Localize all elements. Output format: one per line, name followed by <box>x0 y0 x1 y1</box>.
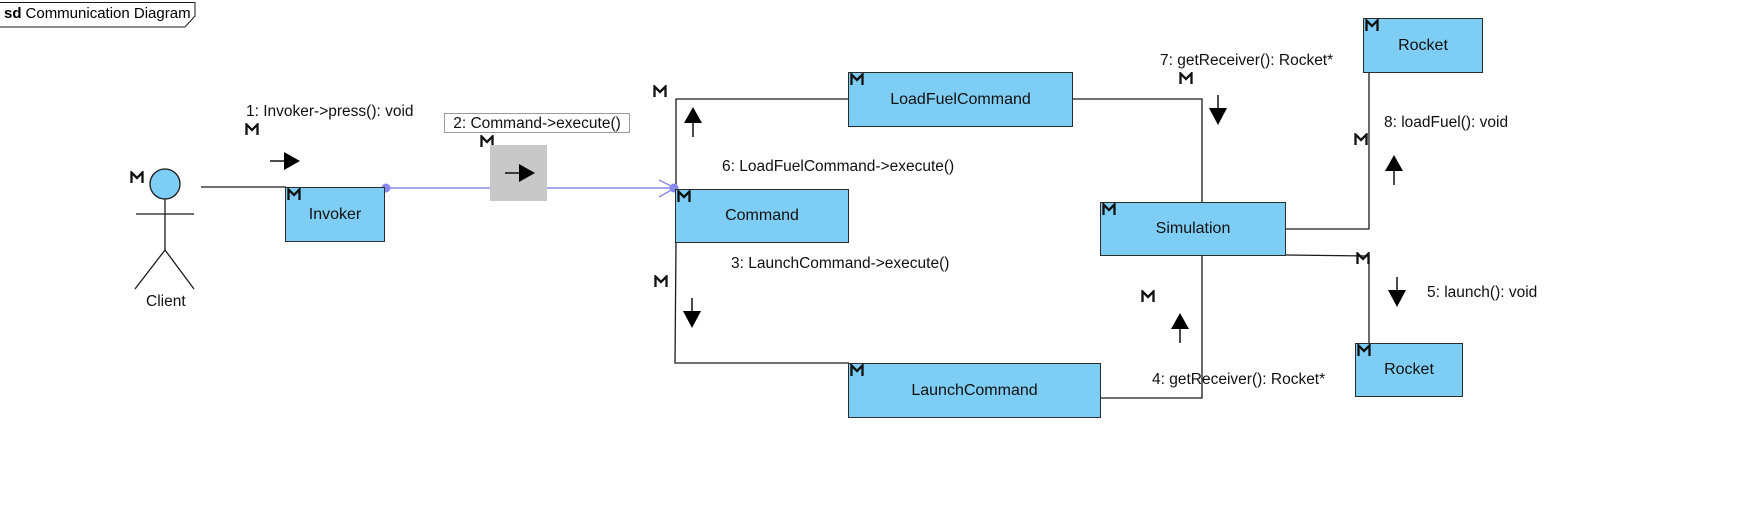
object-rocket-top[interactable]: Rocket <box>1363 18 1483 73</box>
m-letter-icon <box>1141 290 1155 302</box>
m-letter-icon <box>480 135 494 147</box>
frame-tab-outline <box>0 2 196 28</box>
message-label-4[interactable]: 4: getReceiver(): Rocket* <box>1152 371 1326 388</box>
message-label-1[interactable]: 1: Invoker->press(): void <box>246 103 414 120</box>
m-letter-icon <box>245 123 259 135</box>
message-label-2[interactable]: 2: Command->execute() <box>444 113 630 133</box>
m-letter-icon <box>1356 252 1370 264</box>
actor-head <box>149 168 181 200</box>
object-command[interactable]: Command <box>675 189 849 243</box>
link-simulation-rocket-top <box>1286 72 1370 230</box>
arrow-down-icon <box>1388 277 1406 307</box>
frame-name: Communication Diagram <box>25 5 191 22</box>
m-letter-icon <box>850 73 864 85</box>
link-launchcommand-simulation <box>1101 256 1203 399</box>
object-label: LaunchCommand <box>911 381 1038 399</box>
object-label: Rocket <box>1398 36 1448 54</box>
message-label-6[interactable]: 6: LoadFuelCommand->execute() <box>722 158 955 175</box>
m-letter-icon <box>1365 19 1379 31</box>
arrow-up-icon <box>1171 313 1189 343</box>
m-letter-icon <box>130 171 144 183</box>
arrow-down-icon <box>1209 95 1227 125</box>
message-label-8[interactable]: 8: loadFuel(): void <box>1384 114 1509 131</box>
arrow-right-icon <box>270 152 300 170</box>
m-letter-icon <box>1357 344 1371 356</box>
link-command-launchcommand <box>674 242 849 364</box>
m-letter-icon <box>850 364 864 376</box>
link-loadfuelcommand-simulation <box>1073 98 1203 202</box>
m-letter-icon <box>1354 133 1368 145</box>
object-label: Invoker <box>308 205 362 223</box>
object-load-fuel-command[interactable]: LoadFuelCommand <box>848 72 1073 127</box>
m-letter-icon <box>653 85 667 97</box>
object-simulation[interactable]: Simulation <box>1100 202 1286 256</box>
object-rocket-bottom[interactable]: Rocket <box>1355 343 1463 397</box>
m-letter-icon <box>287 188 301 200</box>
link-simulation-rocket-bottom <box>1285 254 1370 343</box>
object-invoker[interactable]: Invoker <box>285 187 385 242</box>
message-label-3[interactable]: 3: LaunchCommand->execute() <box>731 255 950 272</box>
object-label: Simulation <box>1155 220 1231 237</box>
arrow-up-icon <box>684 107 702 137</box>
m-letter-icon <box>677 190 691 202</box>
m-letter-icon <box>1179 72 1193 84</box>
object-label: Rocket <box>1384 361 1434 378</box>
actor-name: Client <box>146 293 186 310</box>
object-label: LoadFuelCommand <box>890 90 1031 108</box>
arrow-up-icon <box>1385 155 1403 185</box>
frame-kind: sd <box>4 5 22 22</box>
object-label: Command <box>725 207 799 224</box>
m-letter-icon <box>1102 203 1116 215</box>
link-command-loadfuelcommand <box>675 98 849 214</box>
m-letter-icon <box>654 275 668 287</box>
message-label-5[interactable]: 5: launch(): void <box>1427 284 1538 301</box>
client-actor[interactable] <box>130 166 200 292</box>
arrow-down-icon <box>683 298 701 328</box>
object-launch-command[interactable]: LaunchCommand <box>848 363 1101 418</box>
message-label-7[interactable]: 7: getReceiver(): Rocket* <box>1160 52 1334 69</box>
arrow-right-icon <box>505 164 535 182</box>
